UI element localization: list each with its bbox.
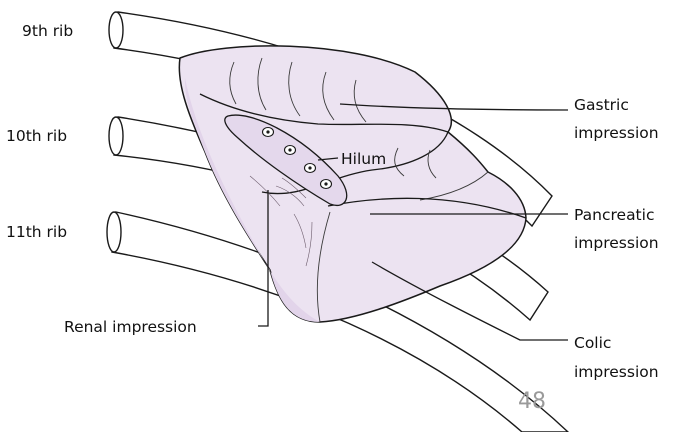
label-gastric-line2: impression: [574, 124, 659, 142]
label-10th-rib: 10th rib: [6, 127, 67, 145]
label-pancreatic-line2: impression: [574, 234, 659, 252]
label-renal-impression: Renal impression: [64, 318, 197, 336]
label-11th-rib: 11th rib: [6, 223, 67, 241]
label-colic-line2: impression: [574, 363, 659, 381]
label-9th-rib: 9th rib: [22, 22, 73, 40]
label-colic-line1: Colic: [574, 334, 611, 352]
label-gastric-line1: Gastric: [574, 96, 629, 114]
label-hilum: Hilum: [341, 150, 386, 168]
page-number: 48: [518, 389, 546, 414]
label-pancreatic-line1: Pancreatic: [574, 206, 654, 224]
